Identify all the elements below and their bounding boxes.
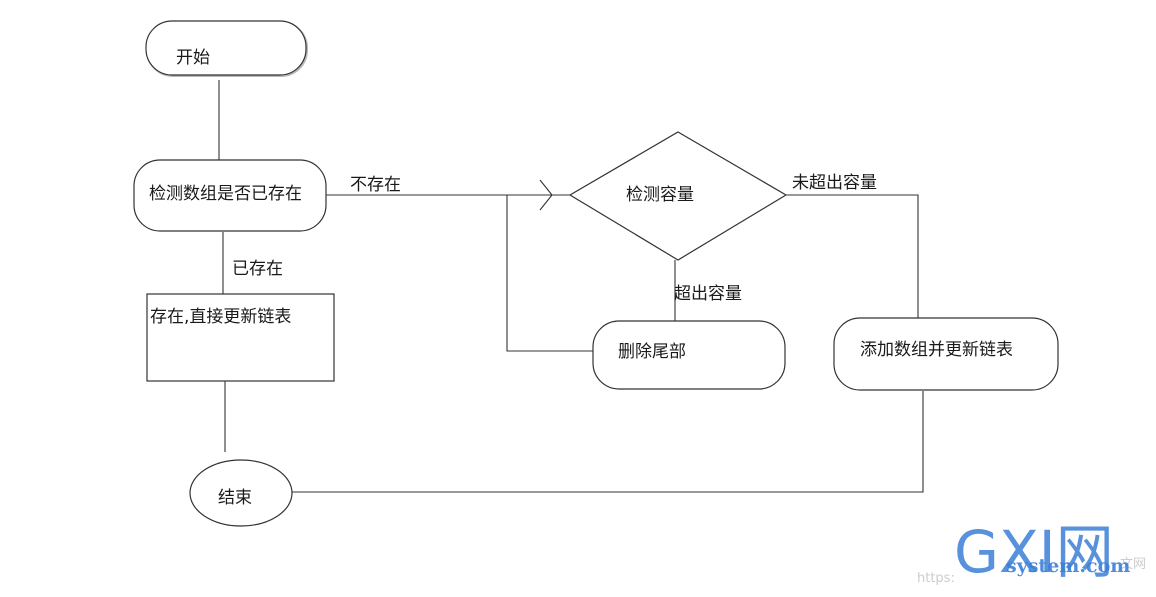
- node-check-exists: 检测数组是否已存在: [133, 159, 327, 232]
- node-start-label: 开始: [176, 48, 210, 68]
- edge-label-over-capacity: 超出容量: [674, 284, 742, 304]
- node-end-label: 结束: [218, 488, 252, 508]
- connectors: [218, 80, 924, 493]
- node-update-existing-label: 存在,直接更新链表: [150, 307, 291, 327]
- edge-label-within-capacity: 未超出容量: [792, 173, 877, 193]
- node-delete-tail-box: [592, 320, 786, 390]
- edge-label-not-exists: 不存在: [350, 175, 401, 195]
- node-start-box: [145, 20, 307, 76]
- node-delete-tail-label: 删除尾部: [618, 342, 686, 362]
- watermark: https: 文网 GXI网 system.com: [917, 518, 1146, 586]
- edge-capacity-to-add: [786, 194, 919, 318]
- node-check-exists-box: [133, 159, 327, 232]
- watermark-url-prefix: https:: [917, 571, 955, 586]
- edge-label-exists: 已存在: [232, 259, 283, 279]
- node-check-capacity-diamond: [568, 131, 788, 261]
- node-check-capacity-label: 检测容量: [626, 185, 694, 205]
- node-update-existing-box: [146, 293, 335, 382]
- edge-add-to-end: [292, 391, 924, 493]
- node-end: 结束: [189, 459, 293, 527]
- node-add-and-update: 添加数组并更新链表: [833, 317, 1059, 391]
- watermark-domain: system.com: [1006, 555, 1130, 577]
- watermark-faint-suffix: 文网: [1120, 557, 1146, 572]
- node-end-ellipse: [189, 459, 293, 527]
- arrow-head-capacity: [539, 179, 553, 211]
- node-check-capacity: 检测容量: [568, 131, 788, 261]
- node-check-exists-label: 检测数组是否已存在: [149, 184, 302, 204]
- edge-delete-loop-back: [506, 195, 594, 352]
- node-update-existing: 存在,直接更新链表: [146, 293, 335, 382]
- node-add-and-update-label: 添加数组并更新链表: [860, 340, 1013, 360]
- node-delete-tail: 删除尾部: [592, 320, 786, 390]
- watermark-logo: GXI网: [954, 518, 1114, 586]
- node-start: 开始: [145, 20, 308, 77]
- node-add-and-update-box: [833, 317, 1059, 391]
